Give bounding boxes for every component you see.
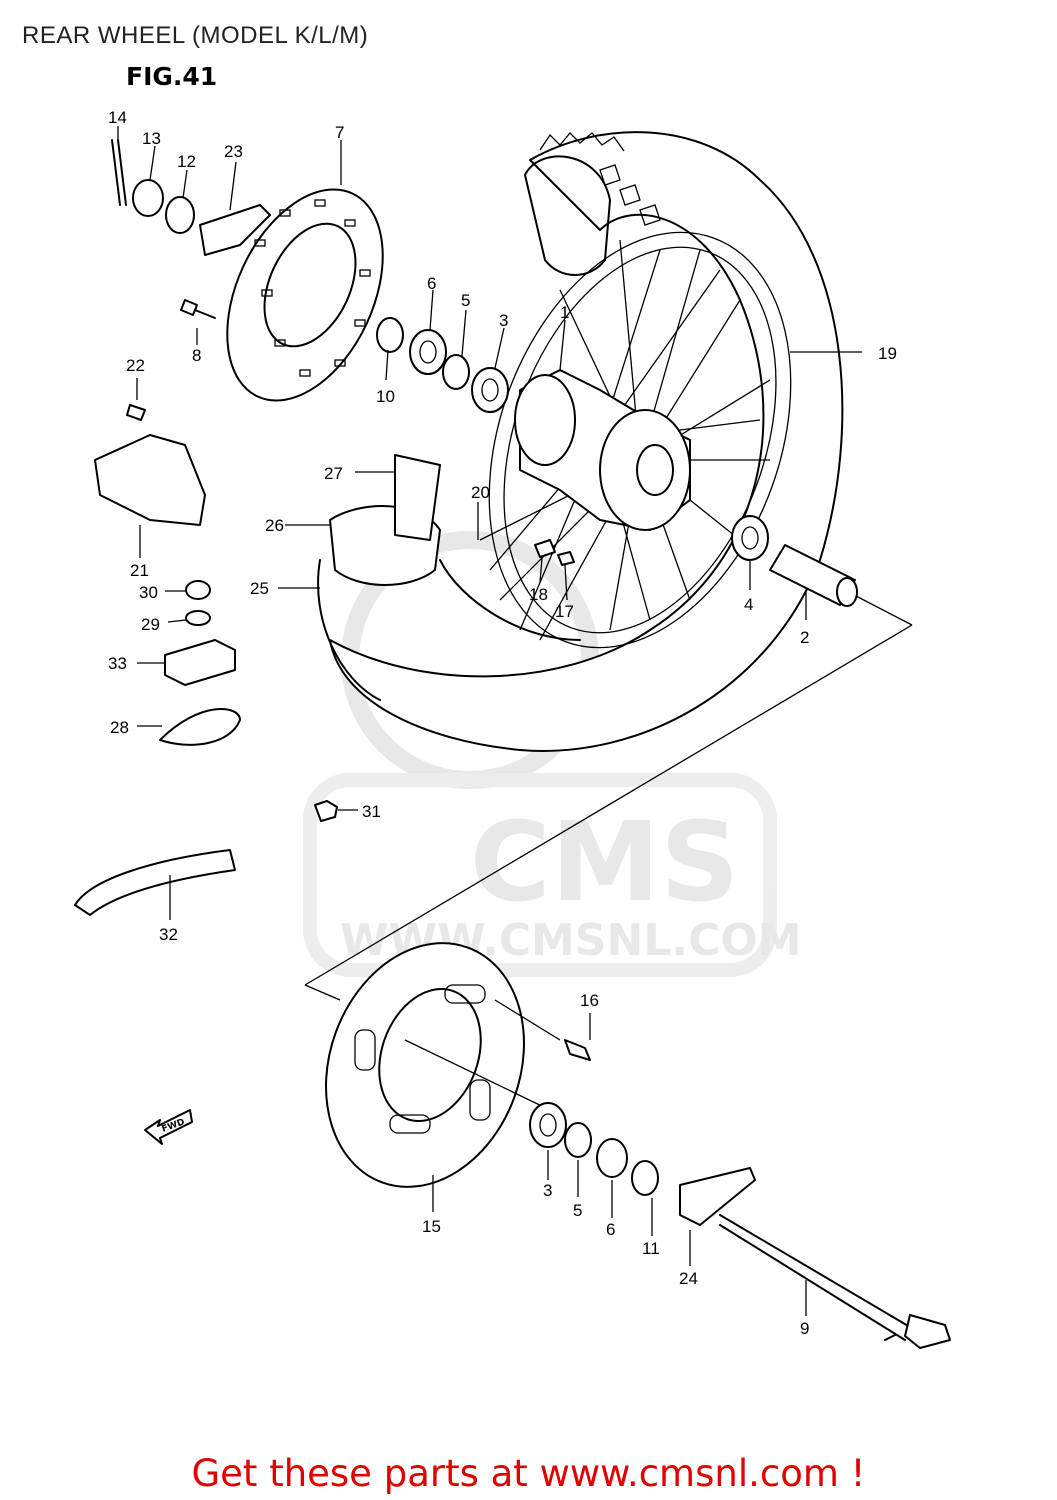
callout-5-bottom: 5	[573, 1201, 582, 1220]
chain-adjuster-left	[199, 204, 271, 256]
callout-21: 21	[130, 561, 149, 580]
callout-18: 18	[529, 585, 548, 604]
guide-lines	[304, 595, 913, 1111]
callout-25: 25	[250, 579, 269, 598]
figure-number: FIG.41	[126, 62, 218, 91]
footer-cta-link[interactable]: Get these parts at www.cmsnl.com !	[191, 1452, 866, 1495]
callout-12: 12	[177, 152, 196, 171]
tire	[329, 131, 844, 752]
callout-8: 8	[192, 346, 201, 365]
callout-28: 28	[110, 718, 129, 737]
callout-9: 9	[800, 1319, 809, 1338]
fwd-arrow: FWD	[144, 1109, 193, 1145]
callout-32: 32	[159, 925, 178, 944]
callout-22: 22	[126, 356, 145, 375]
callout-29: 29	[141, 615, 160, 634]
callout-6-top: 6	[427, 274, 436, 293]
callout-labels: 1 2 3 3 4 5 5 6 6 7 8 9 10 11 12 13 14 1…	[108, 108, 897, 1338]
bearings	[376, 317, 769, 1196]
callout-4: 4	[744, 595, 753, 614]
callout-5-top: 5	[461, 291, 470, 310]
callout-3-bottom: 3	[543, 1181, 552, 1200]
spacer	[769, 544, 858, 607]
callout-27: 27	[324, 464, 343, 483]
callout-23: 23	[224, 142, 243, 161]
callout-7: 7	[335, 123, 344, 142]
callout-1: 1	[560, 303, 569, 322]
chain-adjuster-right	[679, 1167, 756, 1226]
axle	[719, 1214, 951, 1349]
callout-11: 11	[642, 1239, 660, 1258]
callout-10: 10	[376, 387, 395, 406]
callout-24: 24	[679, 1269, 698, 1288]
callout-2: 2	[800, 628, 809, 647]
brake-disc	[226, 188, 384, 402]
callout-13: 13	[142, 129, 161, 148]
callout-26: 26	[265, 516, 284, 535]
small-hardware	[74, 139, 591, 1061]
tube-and-rim-strip	[317, 454, 441, 701]
callout-6-bottom: 6	[606, 1220, 615, 1239]
hub	[514, 369, 691, 531]
callout-30: 30	[139, 583, 158, 602]
callout-14: 14	[108, 108, 127, 127]
page-title: REAR WHEEL (MODEL K/L/M)	[22, 22, 369, 49]
callout-31: 31	[362, 802, 381, 821]
callout-3-top: 3	[499, 311, 508, 330]
rim-band	[439, 559, 581, 641]
callout-16: 16	[580, 991, 599, 1010]
callout-15: 15	[422, 1217, 441, 1236]
cms-watermark: CMS WWW.CMSNL.COM	[303, 531, 802, 977]
callout-33: 33	[108, 654, 127, 673]
rear-sprocket	[325, 942, 525, 1188]
leader-lines	[117, 126, 862, 1316]
callout-20: 20	[471, 483, 490, 502]
callout-17: 17	[555, 602, 574, 621]
callout-19: 19	[878, 344, 897, 363]
watermark-brand: CMS	[470, 798, 739, 926]
